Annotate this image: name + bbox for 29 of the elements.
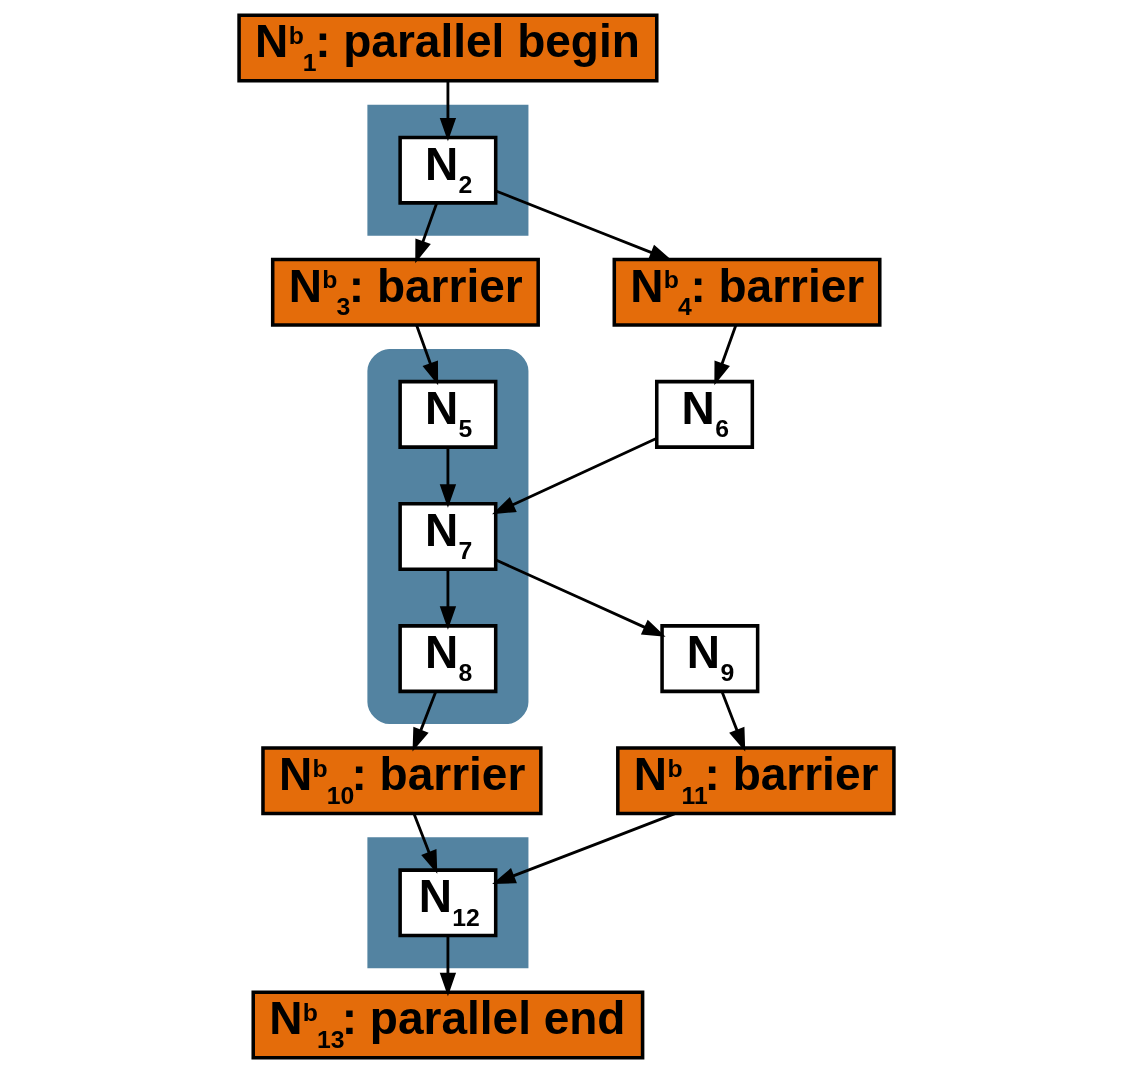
node-box: N$_{9}$ (659, 624, 759, 694)
node-box: N$_{7}$ (397, 502, 497, 571)
arrow (491, 437, 657, 515)
node-box: N$_{8}$ (397, 624, 497, 694)
arrow (439, 935, 456, 997)
node-box: N$^{b}$$_{13}$: parallel end (250, 990, 644, 1060)
arrow (720, 691, 745, 752)
node-box: N$_{12}$ (397, 868, 497, 938)
node-box: N$^{b}$$_{10}$: barrier (260, 746, 543, 816)
cluster (366, 348, 528, 725)
arrow (412, 691, 437, 752)
arrow (412, 813, 437, 874)
node-box: N$_{6}$ (654, 379, 754, 449)
arrow (491, 812, 675, 885)
cluster (366, 104, 528, 236)
arrow (494, 558, 666, 637)
arrow (713, 324, 737, 386)
cluster (366, 837, 528, 969)
node-box: N$_{5}$ (397, 379, 497, 449)
arrow (414, 324, 438, 386)
arrow (439, 80, 456, 142)
arrow (414, 202, 438, 264)
node-box: N$_{2}$ (397, 135, 497, 205)
arrow (439, 447, 456, 508)
node-box: N$^{b}$$_{1}$: parallel begin (236, 13, 659, 83)
arrow (439, 569, 456, 630)
node-box: N$^{b}$$_{4}$: barrier (612, 257, 882, 327)
node-box: N$^{b}$$_{11}$: barrier (615, 746, 896, 816)
node-box: N$^{b}$$_{3}$: barrier (270, 257, 540, 327)
